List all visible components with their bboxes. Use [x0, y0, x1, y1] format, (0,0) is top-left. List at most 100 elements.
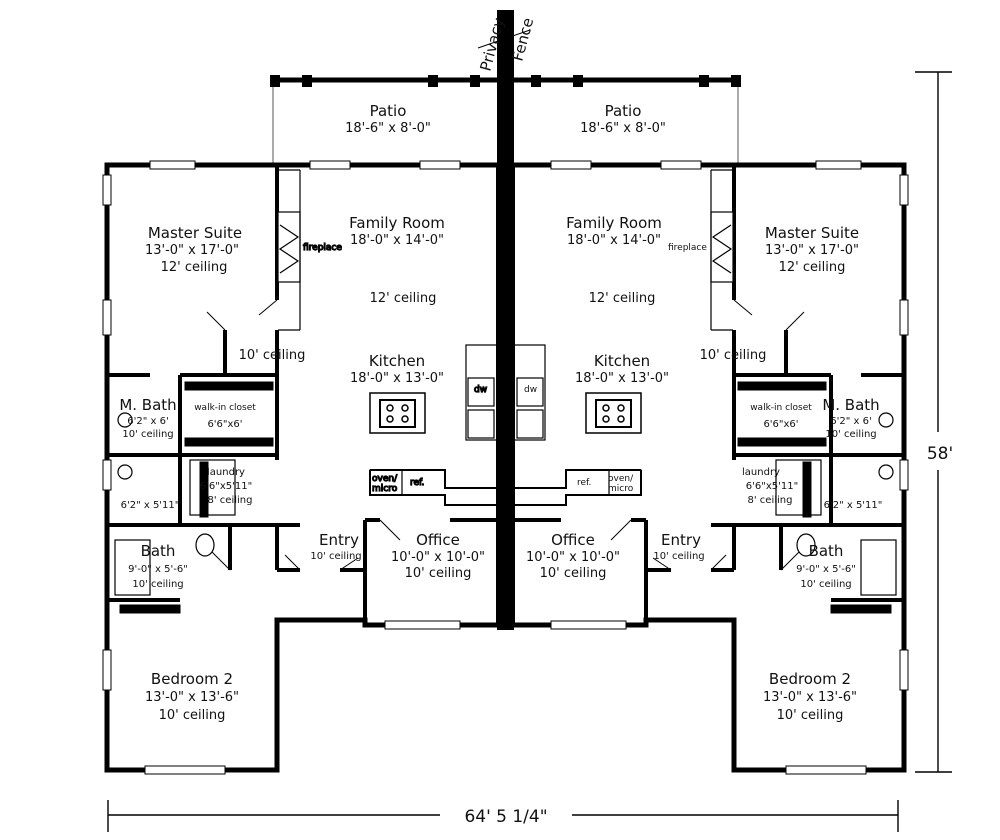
master-suite-ceiling-right: 12' ceiling — [779, 260, 846, 275]
laundry-dims: 6'6"x5'11" — [200, 481, 252, 492]
patio-dims-right: 18'-6" x 8'-0" — [580, 121, 666, 136]
unit-left: Patio 18'-6" x 8'-0" — [102, 75, 498, 775]
master-bath-ceiling: 10' ceiling — [122, 429, 173, 440]
closet-dims-right: 6'6"x6' — [763, 419, 798, 430]
shower-dims-right: 6'2" x 5'11" — [824, 500, 883, 511]
family-room-dims: 18'-0" x 14'-0" — [350, 233, 444, 248]
bath-dims: 9'-0" x 5'-6" — [128, 564, 188, 575]
shower-dims: 6'2" x 5'11" — [121, 500, 180, 511]
laundry-name: laundry — [207, 467, 245, 478]
width-dimension-label: 64' 5 1/4" — [464, 807, 547, 827]
bedroom-dims-right: 13'-0" x 13'-6" — [763, 690, 857, 705]
master-bath-ceiling-right: 10' ceiling — [825, 429, 876, 440]
family-room-ceiling: 12' ceiling — [370, 291, 437, 306]
kitchen-island — [369, 392, 426, 434]
kitchen-appliances-right — [513, 344, 642, 496]
laundry-name-right: laundry — [742, 467, 780, 478]
laundry-ceiling-right: 8' ceiling — [748, 495, 793, 506]
closet-dims: 6'6"x6' — [207, 419, 242, 430]
master-bath-name-right: M. Bath — [822, 396, 879, 414]
fireplace: fireplace — [277, 169, 343, 331]
closet-name: walk-in closet — [194, 403, 256, 413]
width-dimension: 64' 5 1/4" — [107, 800, 899, 832]
master-suite-name: Master Suite — [148, 224, 242, 242]
entry-name-right: Entry — [661, 531, 701, 549]
unit-right-labels: Patio 18'-6" x 8'-0" Family Room 18'-0" … — [524, 102, 882, 723]
interior-walls-right — [514, 165, 904, 620]
bedroom-name: Bedroom 2 — [151, 670, 233, 688]
patio-name: Patio — [370, 102, 407, 120]
patio: Patio 18'-6" x 8'-0" — [270, 75, 497, 165]
hall-ceiling-right: 10' ceiling — [700, 348, 767, 363]
closet-name-right: walk-in closet — [750, 403, 812, 413]
kitchen-name: Kitchen — [369, 352, 425, 370]
entry-name: Entry — [319, 531, 359, 549]
bedroom-name-right: Bedroom 2 — [769, 670, 851, 688]
family-room-name-right: Family Room — [566, 214, 662, 232]
kitchen-appliances: dw oven/ micro ref. — [369, 344, 498, 496]
family-room-ceiling-right: 12' ceiling — [589, 291, 656, 306]
door-swings-right — [610, 299, 805, 571]
office-ceiling-right: 10' ceiling — [540, 566, 607, 581]
master-bath-name: M. Bath — [119, 396, 176, 414]
bedroom-ceiling: 10' ceiling — [159, 708, 226, 723]
privacy-fence — [497, 10, 514, 630]
windows-right — [550, 160, 909, 775]
office-ceiling: 10' ceiling — [405, 566, 472, 581]
bath-fixtures — [114, 412, 236, 596]
micro-label-right: micro — [608, 484, 634, 494]
patio-name-right: Patio — [605, 102, 642, 120]
laundry-dims-right: 6'6"x5'11" — [746, 481, 798, 492]
unit-right — [513, 75, 909, 775]
oven-label: oven/ — [372, 474, 398, 484]
master-suite-dims: 13'-0" x 17'-0" — [145, 243, 239, 258]
depth-dimension: 58' — [915, 71, 953, 773]
kitchen-dims: 18'-0" x 13'-0" — [350, 371, 444, 386]
bath-name: Bath — [141, 542, 176, 560]
office-dims-right: 10'-0" x 10'-0" — [526, 550, 620, 565]
ref-label-right: ref. — [577, 478, 591, 488]
bath-name-right: Bath — [809, 542, 844, 560]
office-name: Office — [416, 531, 460, 549]
laundry-ceiling: 8' ceiling — [208, 495, 253, 506]
closet-shelving-right — [737, 381, 892, 614]
hall-ceiling: 10' ceiling — [239, 348, 306, 363]
entry-ceiling: 10' ceiling — [310, 551, 361, 562]
ref-label: ref. — [410, 478, 424, 488]
family-room-dims-right: 18'-0" x 14'-0" — [567, 233, 661, 248]
bedroom-dims: 13'-0" x 13'-6" — [145, 690, 239, 705]
depth-dimension-label: 58' — [927, 444, 953, 464]
kitchen-name-right: Kitchen — [594, 352, 650, 370]
fireplace-label: fireplace — [303, 243, 342, 253]
bedroom-ceiling-right: 10' ceiling — [777, 708, 844, 723]
patio-dims: 18'-6" x 8'-0" — [345, 121, 431, 136]
bath-ceiling: 10' ceiling — [132, 579, 183, 590]
fireplace-right — [710, 169, 734, 331]
master-bath-dims: 6'2" x 6' — [127, 416, 168, 427]
oven-label-right: oven/ — [608, 474, 634, 484]
master-suite-ceiling: 12' ceiling — [161, 260, 228, 275]
room-labels: Family Room 18'-0" x 14'-0" 12' ceiling … — [119, 214, 485, 723]
interior-walls — [107, 165, 497, 620]
windows — [102, 160, 461, 775]
entry-ceiling-right: 10' ceiling — [653, 551, 704, 562]
dishwasher-label-right: dw — [524, 385, 537, 395]
family-room-name: Family Room — [349, 214, 445, 232]
master-suite-name-right: Master Suite — [765, 224, 859, 242]
office-name-right: Office — [551, 531, 595, 549]
bath-fixtures-right — [775, 412, 897, 596]
bath-ceiling-right: 10' ceiling — [800, 579, 851, 590]
patio-right — [514, 75, 741, 165]
fireplace-label-right: fireplace — [668, 243, 707, 253]
door-swings — [206, 299, 401, 571]
closet-shelving — [119, 381, 274, 614]
kitchen-island-right — [585, 392, 642, 434]
bath-dims-right: 9'-0" x 5'-6" — [796, 564, 856, 575]
micro-label: micro — [372, 484, 398, 494]
master-bath-dims-right: 6'2" x 6' — [830, 416, 871, 427]
master-suite-dims-right: 13'-0" x 17'-0" — [765, 243, 859, 258]
dishwasher-label: dw — [474, 385, 487, 395]
office-dims: 10'-0" x 10'-0" — [391, 550, 485, 565]
kitchen-dims-right: 18'-0" x 13'-0" — [575, 371, 669, 386]
